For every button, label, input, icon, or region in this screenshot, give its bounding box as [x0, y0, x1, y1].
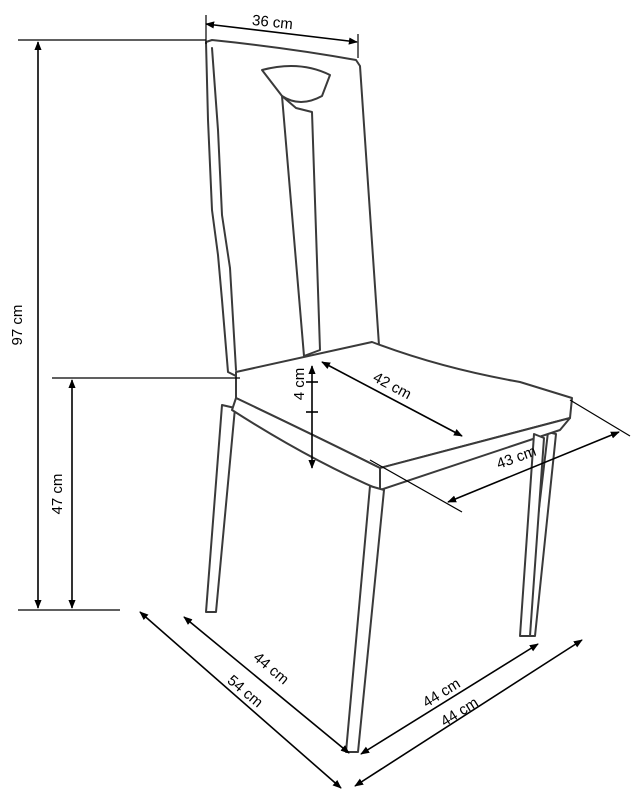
backrest-handle — [261, 65, 331, 103]
top-width-dimension-line — [205, 21, 358, 45]
seat-width-ext-right — [569, 399, 631, 437]
chair-drawing — [205, 39, 573, 753]
seat-width-dimension-line — [447, 431, 620, 503]
overall-depth-dimension-line — [139, 611, 342, 789]
backrest-center-panel — [281, 95, 321, 357]
base-width-dimension-line — [360, 643, 539, 755]
seat-depth-dimension-line — [321, 361, 463, 437]
overall-width-dimension-line — [354, 639, 583, 787]
backrest-inner-edge — [211, 47, 237, 371]
seat-height-label: 47 cm — [49, 474, 66, 515]
back-left-leg — [205, 404, 236, 613]
base-depth-label: 44 cm — [250, 649, 292, 688]
front-left-leg — [345, 485, 385, 753]
base-depth-dimension-line — [183, 616, 350, 754]
seat-thickness-label: 4 cm — [291, 368, 308, 401]
total-height-label: 97 cm — [9, 305, 26, 346]
top-width-label: 36 cm — [251, 12, 293, 33]
seat-width-ext-left — [369, 459, 463, 513]
